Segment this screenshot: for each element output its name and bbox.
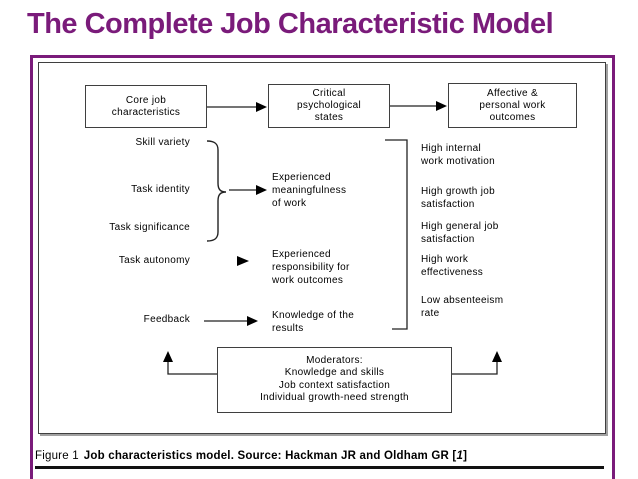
slide-frame	[30, 55, 615, 479]
caption-reference-number: 1	[456, 450, 464, 462]
label-knowledge-of-results: Knowledge of the results	[272, 310, 355, 334]
label-low-absenteeism-rate: Low absenteeism rate	[421, 295, 504, 319]
caption-bracket-close: ]	[463, 450, 468, 462]
stage-box-core-job-characteristics: Core job characteristics	[85, 85, 207, 128]
moderator-item-knowledge-skills: Knowledge and skills	[284, 367, 385, 379]
label-skill-variety: Skill variety	[135, 137, 190, 148]
label-high-work-effectiveness: High work effectiveness	[421, 254, 484, 278]
label-high-internal-work-motivation: High internal work motivation	[421, 143, 495, 167]
stage-box-critical-psychological-states: Critical psychological states	[268, 84, 390, 128]
caption-text: Job characteristics model. Source: Hackm…	[83, 450, 457, 462]
moderators-box: Moderators: Knowledge and skills Job con…	[217, 347, 452, 413]
label-feedback: Feedback	[143, 314, 190, 325]
label-high-general-job-satisfaction: High general job satisfaction	[421, 221, 499, 245]
label-high-growth-job-satisfaction: High growth job satisfaction	[421, 186, 495, 210]
label-task-autonomy: Task autonomy	[118, 255, 190, 266]
page-title: The Complete Job Characteristic Model	[27, 8, 554, 40]
label-task-identity: Task identity	[131, 184, 190, 195]
label-task-significance: Task significance	[109, 222, 190, 233]
figure-caption: Figure 1 Job characteristics model. Sourc…	[35, 450, 610, 462]
moderator-item-growth-need-strength: Individual growth-need strength	[260, 392, 409, 404]
figure-label: Figure 1	[35, 450, 79, 462]
stage-box-affective-personal-work-outcomes: Affective & personal work outcomes	[448, 83, 577, 128]
moderators-heading: Moderators:	[306, 355, 363, 366]
label-experienced-responsibility: Experienced responsibility for work outc…	[272, 249, 350, 286]
label-experienced-meaningfulness: Experienced meaningfulness of work	[272, 172, 347, 209]
moderator-item-job-context-satisfaction: Job context satisfaction	[278, 379, 391, 391]
bottom-rule	[35, 466, 604, 469]
